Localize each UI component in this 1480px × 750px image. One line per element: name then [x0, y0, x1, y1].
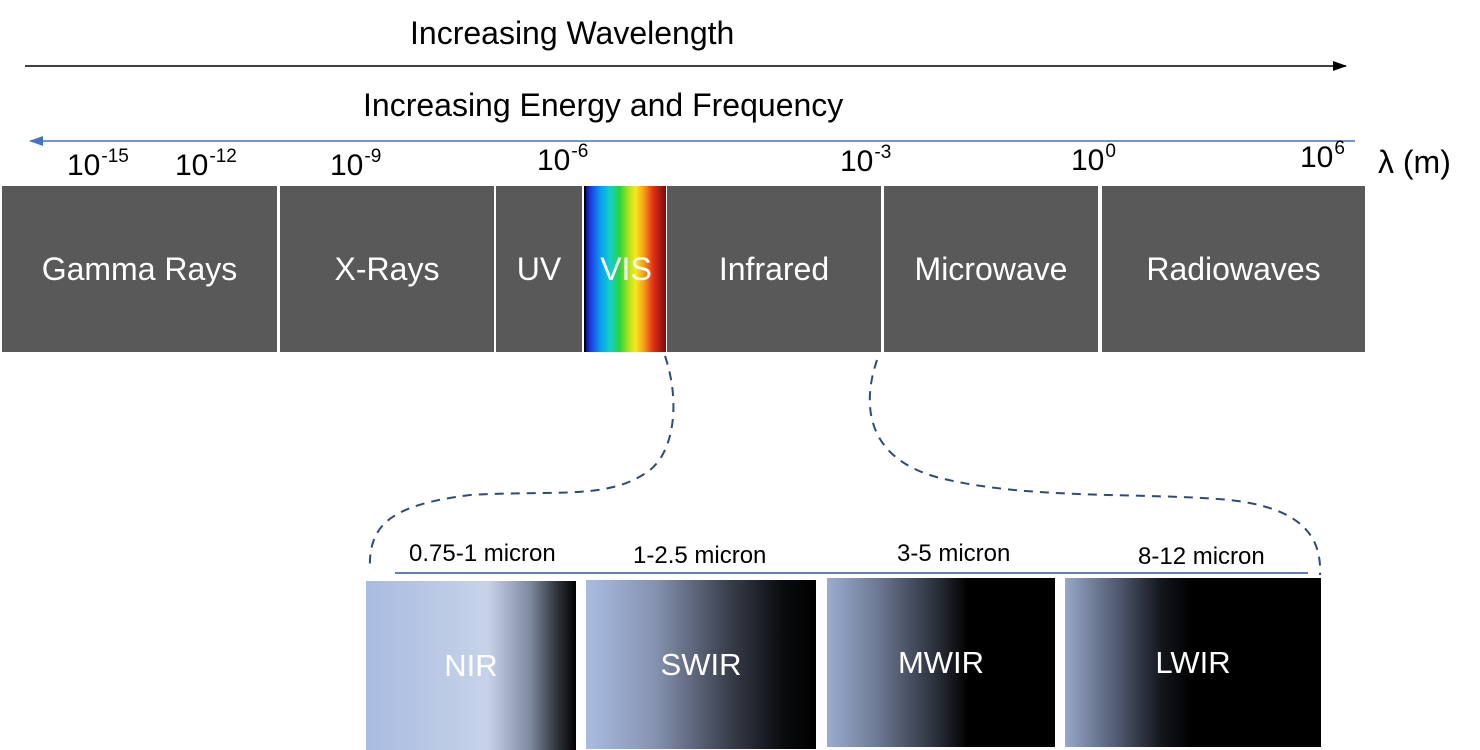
- band-label: VIS: [600, 250, 652, 287]
- nir-label: NIR: [444, 647, 498, 683]
- band-microwave: Microwave: [884, 186, 1098, 352]
- lwir-range-label: 8-12 micron: [1138, 543, 1265, 570]
- nir-band: NIR: [366, 581, 576, 750]
- increasing-wavelength-label: Increasing Wavelength: [410, 15, 735, 51]
- mwir-range-label: 3-5 micron: [897, 540, 1011, 567]
- tick-label: 10-12: [175, 146, 237, 182]
- tick-label: 100: [1071, 141, 1116, 177]
- swir-label: SWIR: [660, 646, 742, 682]
- mwir-label: MWIR: [897, 644, 985, 680]
- band-radiowaves: Radiowaves: [1102, 186, 1365, 352]
- increasing-energy-label: Increasing Energy and Frequency: [363, 87, 844, 123]
- band-label: UV: [516, 250, 562, 287]
- mwir-band: MWIR: [827, 578, 1055, 747]
- lwir-label: LWIR: [1155, 644, 1231, 680]
- band-visible: VIS: [584, 186, 666, 352]
- band-label: Gamma Rays: [41, 250, 238, 287]
- lwir-band: LWIR: [1065, 578, 1321, 747]
- wavelength-unit-label: λ (m): [1378, 144, 1451, 180]
- band-uv: UV: [496, 186, 582, 352]
- band-label: Microwave: [914, 250, 1068, 287]
- band-infrared: Infrared: [667, 186, 881, 352]
- tick-label: 106: [1300, 138, 1345, 174]
- band-label: Infrared: [718, 250, 830, 287]
- tick-label: 10-3: [840, 142, 892, 178]
- tick-label: 10-9: [330, 146, 382, 182]
- nir-range-label: 0.75-1 micron: [409, 540, 556, 567]
- left-dashed-curve: [368, 355, 675, 571]
- swir-range-label: 1-2.5 micron: [633, 542, 767, 569]
- tick-label: 10-6: [537, 141, 589, 177]
- band-x-rays: X-Rays: [280, 186, 494, 352]
- band-label: X-Rays: [334, 250, 440, 287]
- tick-label: 10-15: [67, 146, 129, 182]
- swir-band: SWIR: [586, 580, 816, 749]
- band-label: Radiowaves: [1146, 250, 1321, 287]
- band-gamma-rays: Gamma Rays: [2, 186, 277, 352]
